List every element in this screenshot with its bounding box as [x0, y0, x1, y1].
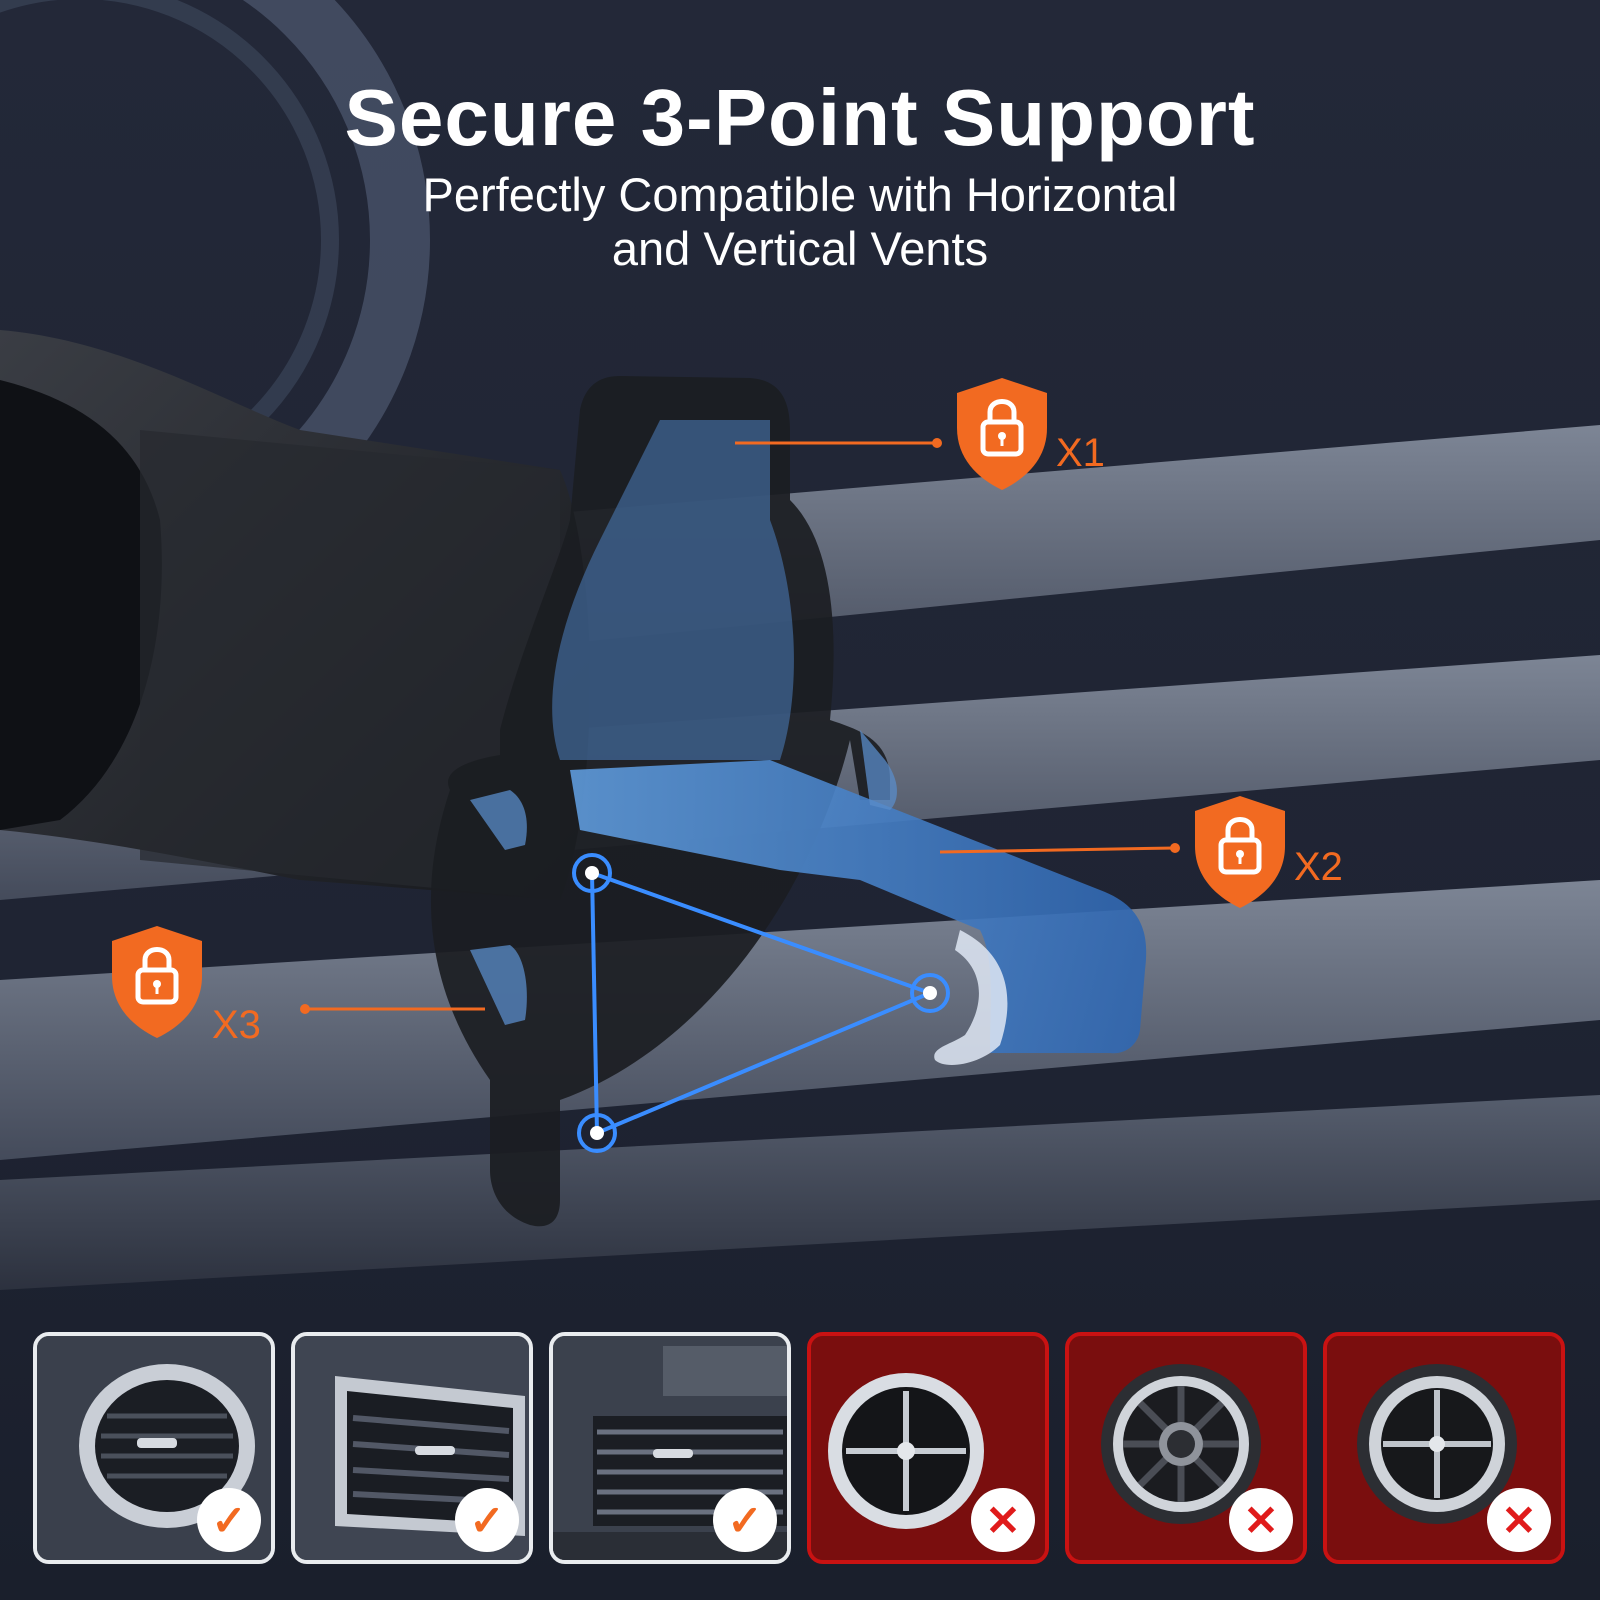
vent-slat [0, 880, 1600, 1160]
support-point [577, 1113, 617, 1153]
lock-shield-icon [112, 926, 202, 1038]
vent-thumb-spherical-cross-2: ✕ [1323, 1332, 1565, 1564]
callout-label-x2: X2 [1294, 845, 1343, 889]
vent-thumb-round: ✓ [33, 1332, 275, 1564]
lock-shield-icon [957, 378, 1047, 490]
vent-slat [0, 1095, 1600, 1290]
checkmark-icon: ✓ [455, 1488, 519, 1552]
vent-thumb-spherical-cross: ✕ [807, 1332, 1049, 1564]
support-point [910, 973, 950, 1013]
subtitle-line: and Vertical Vents [611, 222, 989, 275]
checkmark-icon: ✓ [713, 1488, 777, 1552]
support-point [572, 853, 612, 893]
leader-line [735, 438, 942, 448]
vent-thumb-spherical-knob: ✕ [1065, 1332, 1307, 1564]
callout-label-x3: X3 [212, 1003, 261, 1047]
round-vent-image [37, 1336, 271, 1560]
page-subtitle: Perfectly Compatible with Horizontal and… [0, 168, 1600, 276]
subtitle-line: Perfectly Compatible with Horizontal [422, 168, 1178, 221]
cross-mark-icon: ✕ [1229, 1488, 1293, 1552]
callout-label-x1: X1 [1056, 431, 1105, 475]
checkmark-icon: ✓ [197, 1488, 261, 1552]
page-title: Secure 3-Point Support [344, 73, 1256, 162]
cross-mark-icon: ✕ [971, 1488, 1035, 1552]
lock-shield-icon [1195, 796, 1285, 908]
leader-line [300, 1004, 485, 1014]
cross-mark-icon: ✕ [1487, 1488, 1551, 1552]
spherical-cross-vent-image [1327, 1336, 1561, 1560]
vent-thumb-rectangular: ✓ [291, 1332, 533, 1564]
vent-thumb-slats: ✓ [549, 1332, 791, 1564]
leader-line [939, 843, 1180, 854]
support-triangle [590, 871, 931, 1135]
